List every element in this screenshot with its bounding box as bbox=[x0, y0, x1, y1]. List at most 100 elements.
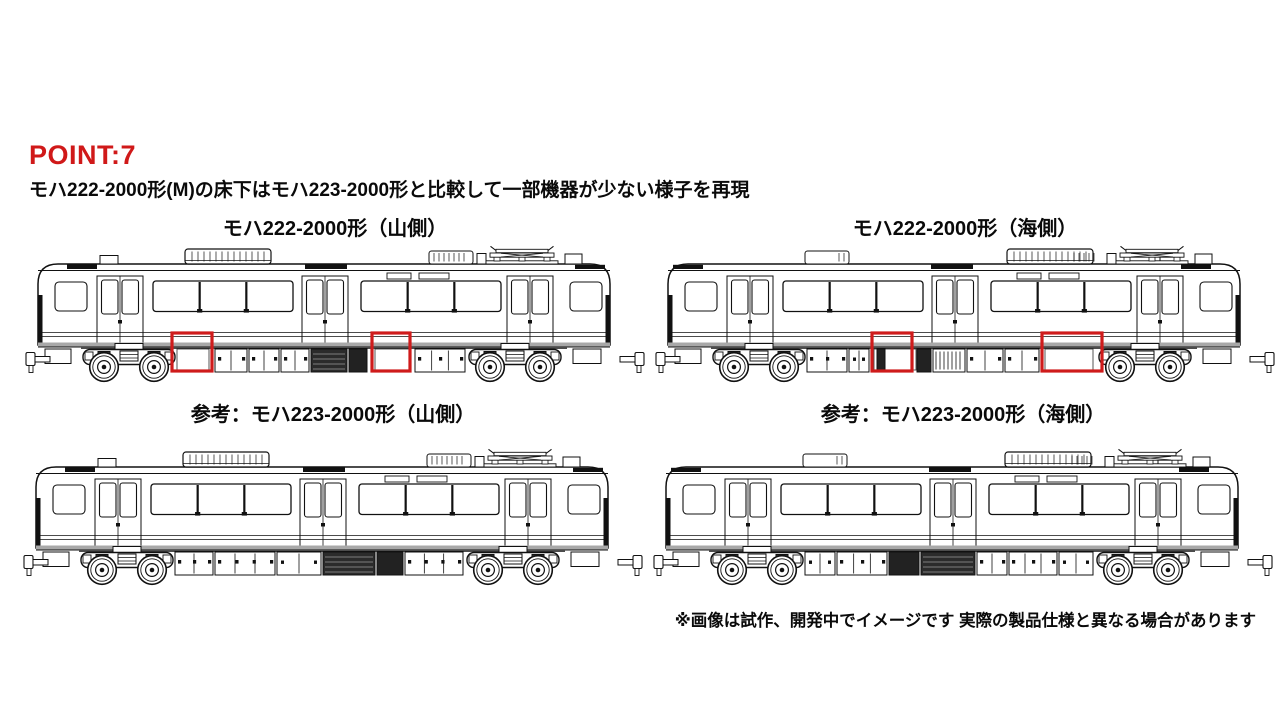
underfloor-resistor-grid bbox=[920, 551, 976, 576]
door bbox=[299, 478, 347, 547]
roof-ac-unit bbox=[182, 451, 270, 468]
roof-small-box bbox=[1194, 253, 1213, 265]
coupler-right bbox=[619, 351, 645, 373]
bogie bbox=[80, 546, 174, 586]
passenger-window-band bbox=[782, 280, 924, 313]
door bbox=[929, 478, 977, 547]
highlight-box bbox=[1040, 331, 1104, 373]
train-diagram-moha223-umiside bbox=[653, 443, 1273, 598]
end-window bbox=[1197, 484, 1231, 515]
floor-sill bbox=[36, 545, 608, 550]
passenger-window-band bbox=[990, 280, 1132, 313]
underfloor-equipment-box bbox=[932, 348, 966, 373]
highlight-box bbox=[170, 331, 214, 373]
roof-ac-unit bbox=[428, 250, 474, 265]
roof-vent-box bbox=[97, 458, 117, 468]
roof-equipment-group bbox=[65, 451, 603, 472]
pantograph bbox=[485, 245, 559, 265]
underfloor-end-box bbox=[1202, 348, 1232, 364]
point-label: POINT:7 bbox=[29, 140, 137, 170]
underfloor-end-box bbox=[1200, 551, 1230, 567]
passenger-window-band bbox=[360, 280, 502, 313]
underfloor-equipment-row bbox=[806, 348, 1094, 373]
pantograph bbox=[1115, 245, 1189, 265]
coupler-left bbox=[655, 351, 681, 373]
roof-small-box bbox=[562, 456, 581, 468]
highlight-box bbox=[370, 331, 412, 373]
roof-equipment-group bbox=[673, 248, 1211, 269]
end-window bbox=[569, 281, 603, 312]
door bbox=[94, 478, 142, 547]
door bbox=[301, 275, 349, 344]
roof-ac-unit bbox=[804, 250, 850, 265]
bogie bbox=[710, 546, 804, 586]
pantograph bbox=[1113, 448, 1187, 468]
floor-sill bbox=[666, 545, 1238, 550]
underfloor-equipment-box bbox=[876, 348, 886, 373]
door bbox=[506, 275, 554, 344]
roof-small-box bbox=[1106, 253, 1117, 265]
caption-moha222-umiside: モハ222-2000形（海側） bbox=[852, 218, 1078, 240]
roof-small-box bbox=[1192, 456, 1211, 468]
door bbox=[1136, 275, 1184, 344]
underfloor-equipment-box bbox=[404, 551, 464, 576]
bogie bbox=[1098, 343, 1192, 383]
coupler-right bbox=[1247, 554, 1273, 576]
caption-moha222-yamaside: モハ222-2000形（山側） bbox=[222, 218, 448, 240]
roof-ac-unit bbox=[1004, 451, 1092, 468]
roof-small-box bbox=[564, 253, 583, 265]
roof-ac-unit bbox=[184, 248, 272, 265]
highlight-box bbox=[870, 331, 914, 373]
roof-equipment-group bbox=[67, 248, 605, 269]
underfloor-equipment-box bbox=[214, 551, 276, 576]
door bbox=[1134, 478, 1182, 547]
roof-vent-box bbox=[99, 255, 119, 265]
underfloor-empty-slot bbox=[1044, 348, 1094, 371]
end-window bbox=[567, 484, 601, 515]
coupler-left bbox=[25, 351, 51, 373]
underfloor-equipment-box bbox=[888, 551, 920, 576]
train-diagram-moha222-umiside bbox=[655, 240, 1275, 395]
coupler-right bbox=[617, 554, 643, 576]
pantograph bbox=[483, 448, 557, 468]
train-diagram-moha223-yamaside bbox=[23, 443, 643, 598]
underfloor-equipment-box bbox=[376, 551, 404, 576]
passenger-window-band bbox=[988, 483, 1130, 516]
roof-small-box bbox=[476, 253, 487, 265]
door bbox=[931, 275, 979, 344]
roof-ac-unit bbox=[1006, 248, 1094, 265]
door bbox=[724, 478, 772, 547]
train-diagram-moha222-yamaside bbox=[25, 240, 645, 395]
passenger-window-band bbox=[152, 280, 294, 313]
bogie bbox=[468, 343, 562, 383]
roof-ac-unit bbox=[426, 453, 472, 468]
passenger-window-band bbox=[780, 483, 922, 516]
disclaimer-note: ※画像は試作、開発中でイメージです 実際の製品仕様と異なる場合があります bbox=[674, 612, 1256, 630]
end-window bbox=[54, 281, 88, 312]
underfloor-resistor-grid bbox=[322, 551, 376, 576]
bogie bbox=[712, 343, 806, 383]
train-side-drawing bbox=[653, 448, 1273, 586]
bogie bbox=[466, 546, 560, 586]
door bbox=[504, 478, 552, 547]
door bbox=[726, 275, 774, 344]
bogie bbox=[1096, 546, 1190, 586]
roof-small-box bbox=[1104, 456, 1115, 468]
underfloor-equipment-box bbox=[348, 348, 368, 373]
door bbox=[96, 275, 144, 344]
coupler-left bbox=[23, 554, 49, 576]
train-side-drawing bbox=[655, 245, 1275, 383]
caption-moha223-umiside: 参考：モハ223-2000形（海側） bbox=[820, 404, 1106, 426]
underfloor-resistor-grid bbox=[310, 348, 348, 373]
coupler-right bbox=[1249, 351, 1275, 373]
underfloor-end-box bbox=[570, 551, 600, 567]
bogie bbox=[82, 343, 176, 383]
coupler-left bbox=[653, 554, 679, 576]
underfloor-equipment-row bbox=[804, 551, 1094, 576]
floor-sill bbox=[38, 342, 610, 347]
roof-small-box bbox=[474, 456, 485, 468]
underfloor-empty-slot bbox=[176, 348, 210, 371]
end-window bbox=[52, 484, 86, 515]
underfloor-end-box bbox=[572, 348, 602, 364]
